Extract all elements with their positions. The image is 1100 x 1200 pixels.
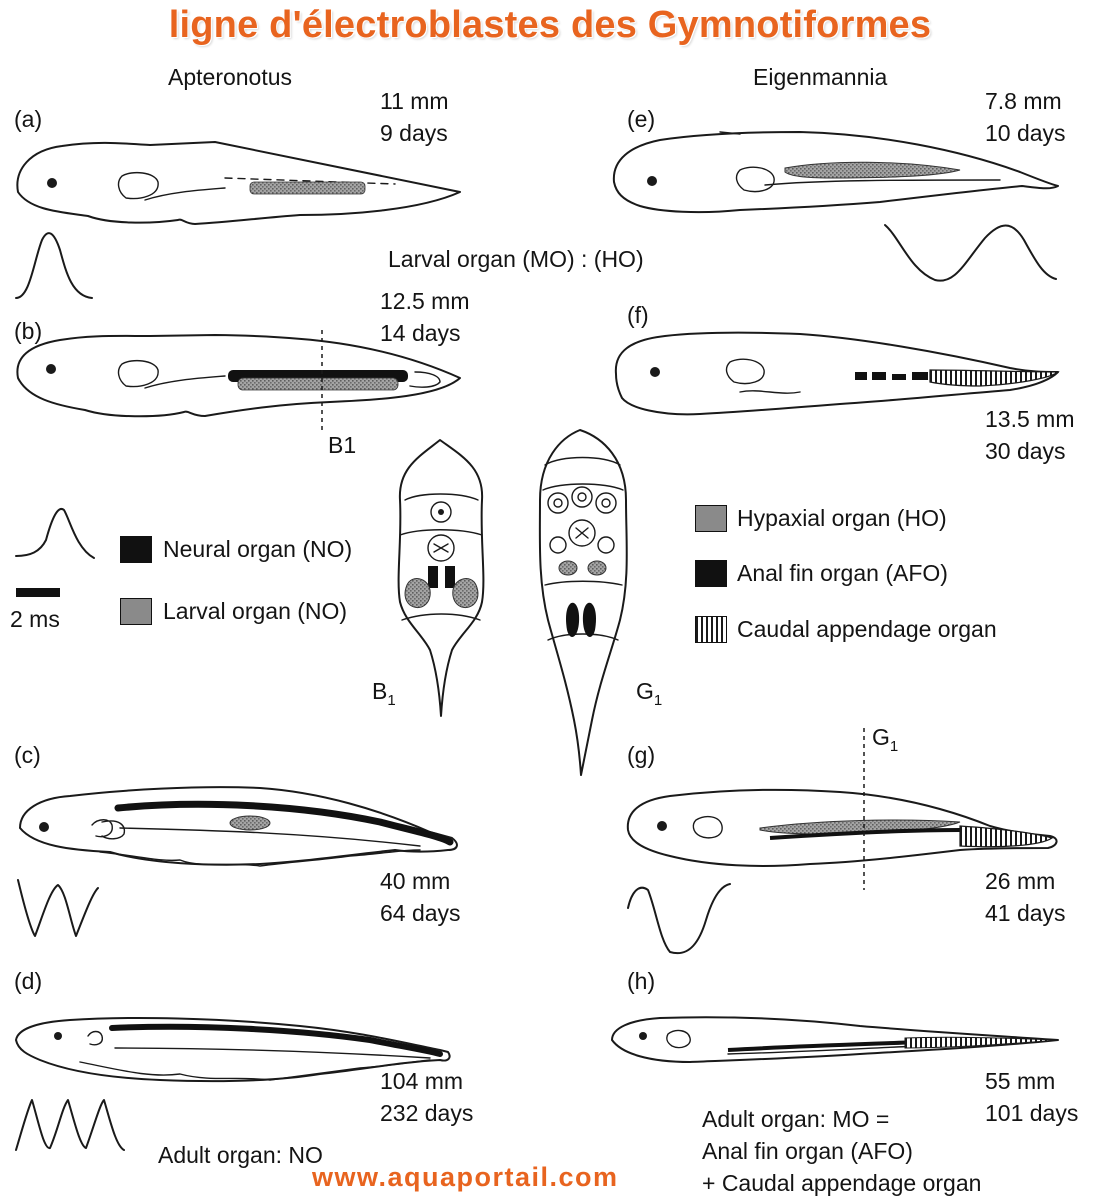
panel-letter-f: (f) [627, 302, 649, 328]
legend-label-anal-fin: Anal fin organ (AFO) [737, 560, 948, 586]
legend-swatch-larval [120, 598, 152, 625]
eye [54, 1032, 62, 1040]
fish-g [626, 728, 1058, 890]
legend-swatch-caudal [695, 616, 727, 643]
fish-d [15, 1017, 451, 1083]
eye [46, 364, 56, 374]
eye [47, 178, 57, 188]
wave-d [15, 1099, 125, 1151]
legend-swatch-neural [120, 536, 152, 563]
website-watermark: www.aquaportail.com [312, 1162, 619, 1192]
panel-letter-d: (d) [14, 968, 43, 994]
wave-g [627, 883, 731, 955]
age-h: 101 days [985, 1100, 1079, 1126]
section-label-b1-sub: B1 [372, 678, 396, 709]
fish-f [614, 331, 1060, 416]
page-title: ligne d'électroblastes des Gymnotiformes [168, 4, 932, 46]
legend-swatch-anal-fin [695, 560, 727, 587]
legend-label-larval: Larval organ (NO) [163, 598, 348, 624]
eye [639, 1032, 647, 1040]
fish-c [19, 786, 458, 867]
age-a: 9 days [380, 120, 448, 146]
size-a: 11 mm [380, 88, 449, 114]
size-e: 7.8 mm [985, 88, 1062, 114]
panel-letter-c: (c) [14, 742, 41, 768]
panel-letter-a: (a) [14, 106, 43, 132]
wave-e [884, 224, 1057, 282]
scale-bar-label: 2 ms [10, 606, 60, 632]
wave-b [15, 507, 95, 559]
adult-organ-left: Adult organ: NO [158, 1142, 323, 1168]
fish-e [612, 131, 1059, 214]
fish-a [16, 141, 461, 225]
age-f: 30 days [985, 438, 1066, 464]
size-h: 55 mm [985, 1068, 1056, 1094]
wave-a [15, 232, 93, 299]
legend-label-neural: Neural organ (NO) [163, 536, 353, 562]
larval-organ [249, 181, 366, 195]
age-e: 10 days [985, 120, 1066, 146]
age-d: 232 days [380, 1100, 474, 1126]
fish-h [611, 1016, 1059, 1063]
section-label-g1-top: G1 [872, 724, 899, 755]
legend-swatch-hypaxial [695, 505, 727, 532]
larval-organ-label: Larval organ (MO) : (HO) [388, 246, 644, 272]
panel-letter-b: (b) [14, 318, 43, 344]
panel-letter-h: (h) [627, 968, 656, 994]
panel-letter-e: (e) [627, 106, 656, 132]
cross-section-b1 [397, 439, 485, 717]
eye [650, 367, 660, 377]
size-g: 26 mm [985, 868, 1056, 894]
fish-b [16, 330, 461, 430]
legend-label-hypaxial: Hypaxial organ (HO) [737, 505, 947, 531]
section-label-g1-sub: G1 [636, 678, 663, 709]
age-b: 14 days [380, 320, 461, 346]
adult-organ-right-line1: Adult organ: MO = [702, 1106, 890, 1132]
eye [647, 176, 657, 186]
size-d: 104 mm [380, 1068, 464, 1094]
age-g: 41 days [985, 900, 1066, 926]
scale-bar [16, 588, 60, 597]
legend-label-caudal: Caudal appendage organ [737, 616, 997, 642]
panel-letter-g: (g) [627, 742, 656, 768]
section-label-b1: B1 [328, 432, 357, 458]
size-c: 40 mm [380, 868, 451, 894]
larval-organ [237, 377, 399, 391]
column-heading-apteronotus: Apteronotus [168, 64, 293, 90]
age-c: 64 days [380, 900, 461, 926]
cross-section-g1 [538, 429, 628, 776]
eye [39, 822, 49, 832]
adult-organ-right-line2: Anal fin organ (AFO) [702, 1138, 913, 1164]
size-f: 13.5 mm [985, 406, 1075, 432]
size-b: 12.5 mm [380, 288, 470, 314]
adult-organ-right-line3: + Caudal appendage organ [702, 1170, 982, 1196]
wave-c [17, 879, 99, 937]
column-heading-eigenmannia: Eigenmannia [753, 64, 888, 90]
eye [657, 821, 667, 831]
